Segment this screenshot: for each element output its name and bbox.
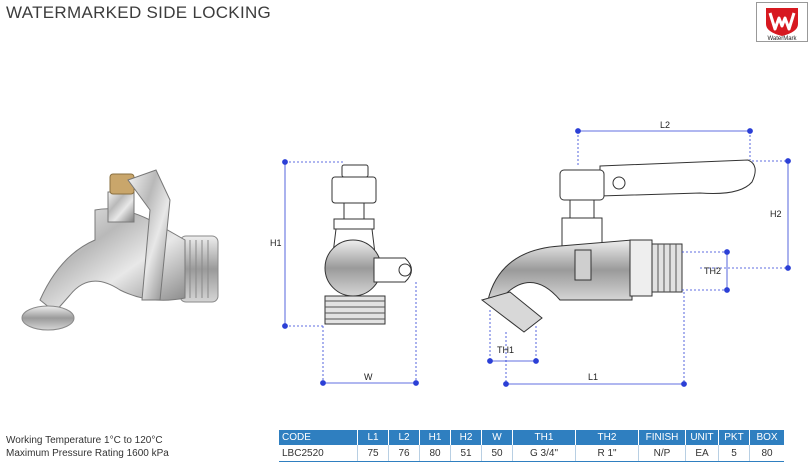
col-header-unit: UNIT (685, 430, 719, 445)
specs-block: Working Temperature 1°C to 120°C Maximum… (6, 434, 169, 460)
dim-label-th2: TH2 (704, 266, 721, 276)
col-header-w: W (481, 430, 513, 445)
front-view-drawing (324, 164, 412, 325)
cell-th1: G 3/4" (512, 445, 576, 462)
col-header-h2: H2 (450, 430, 482, 445)
col-header-th1: TH1 (512, 430, 576, 445)
table-header-row: CODE L1 L2 H1 H2 W TH1 TH2 FINISH UNIT P… (279, 430, 784, 445)
dim-label-w: W (364, 372, 373, 382)
product-table: CODE L1 L2 H1 H2 W TH1 TH2 FINISH UNIT P… (279, 430, 784, 462)
dimension-lines (282, 128, 791, 387)
col-header-h1: H1 (419, 430, 451, 445)
dim-label-h2: H2 (770, 209, 782, 219)
watermark-logo: WaterMark (756, 2, 808, 42)
col-header-l2: L2 (388, 430, 420, 445)
col-header-box: BOX (749, 430, 784, 445)
col-header-code: CODE (279, 430, 358, 445)
cell-l2: 76 (388, 445, 420, 462)
col-header-th2: TH2 (575, 430, 639, 445)
table-row: LBC2520 75 76 80 51 50 G 3/4" R 1" N/P E… (279, 445, 784, 462)
cell-finish: N/P (638, 445, 686, 462)
tap-photo (21, 169, 219, 331)
col-header-l1: L1 (357, 430, 389, 445)
cell-pkt: 5 (718, 445, 750, 462)
cell-box: 80 (749, 445, 784, 462)
cell-h2: 51 (450, 445, 482, 462)
dim-label-th1: TH1 (497, 345, 514, 355)
cell-h1: 80 (419, 445, 451, 462)
svg-text:WaterMark: WaterMark (767, 36, 797, 42)
col-header-pkt: PKT (718, 430, 750, 445)
side-view-drawing (480, 159, 756, 333)
cell-th2: R 1" (575, 445, 639, 462)
dim-label-l1: L1 (588, 372, 598, 382)
technical-drawing: H1 W L2 H2 TH2 TH1 L1 (21, 120, 791, 387)
working-temperature: Working Temperature 1°C to 120°C (6, 435, 163, 446)
col-header-finish: FINISH (638, 430, 686, 445)
cell-w: 50 (481, 445, 513, 462)
max-pressure: Maximum Pressure Rating 1600 kPa (6, 448, 169, 459)
dim-label-h1: H1 (270, 238, 282, 248)
cell-code: LBC2520 (279, 445, 358, 462)
cell-l1: 75 (357, 445, 389, 462)
dim-label-l2: L2 (660, 120, 670, 130)
page-title: WATERMARKED SIDE LOCKING (6, 3, 272, 22)
cell-unit: EA (685, 445, 719, 462)
